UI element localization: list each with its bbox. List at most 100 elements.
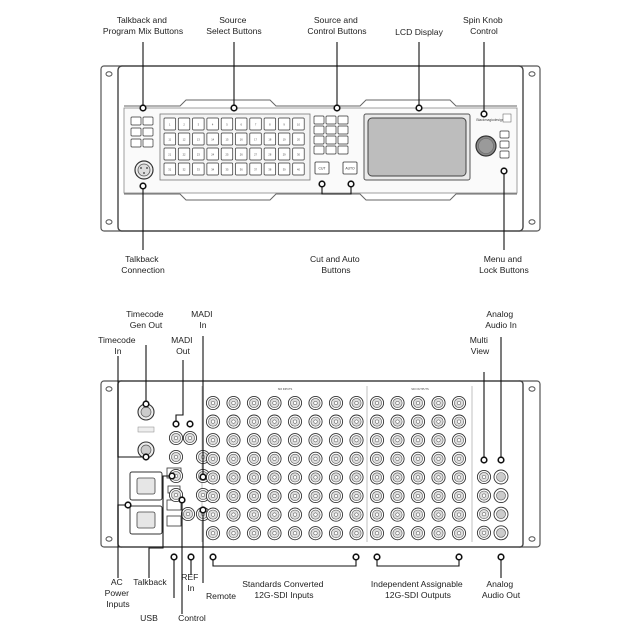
sdi-output-connector-pin — [374, 512, 380, 517]
source-select-button[interactable] — [220, 147, 234, 161]
source-select-button[interactable] — [278, 132, 291, 146]
source-select-button[interactable] — [292, 132, 305, 146]
source-control-button[interactable] — [313, 145, 325, 155]
madi-ref-bnc-connector-pin — [200, 492, 206, 498]
xlr-pin — [143, 172, 145, 174]
source-select-button[interactable] — [192, 132, 205, 146]
talkback-mix-button[interactable] — [142, 127, 154, 137]
sdi-input-connector-pin — [292, 456, 298, 461]
spin-knob-highlight — [478, 138, 494, 154]
auto-button[interactable] — [342, 161, 358, 175]
callout-dot — [199, 506, 207, 514]
source-select-button[interactable] — [163, 147, 176, 161]
source-select-button[interactable] — [249, 132, 262, 146]
source-select-button[interactable] — [192, 162, 205, 176]
talkback-mix-button[interactable] — [130, 127, 142, 137]
source-select-button[interactable] — [292, 162, 305, 176]
source-select-button-number: 25 — [226, 153, 229, 157]
source-select-button[interactable] — [249, 162, 262, 176]
sdi-output-connector-pin — [456, 493, 462, 499]
sdi-output-connector-pin — [374, 493, 380, 499]
lock-button[interactable] — [499, 150, 510, 159]
callout-dot — [347, 180, 355, 188]
source-select-button[interactable] — [206, 162, 219, 176]
source-control-button[interactable] — [337, 125, 349, 135]
sdi-input-connector-pin — [292, 419, 298, 424]
source-select-button[interactable] — [235, 132, 248, 146]
analog-audio-connector-inner — [496, 472, 506, 482]
source-select-button[interactable] — [263, 162, 276, 176]
source-select-button[interactable] — [206, 132, 219, 146]
callout-dot — [186, 420, 194, 428]
source-select-button[interactable] — [235, 147, 248, 161]
source-control-button[interactable] — [325, 115, 337, 125]
talkback-mix-button[interactable] — [130, 116, 142, 126]
menu-button[interactable] — [499, 130, 510, 139]
source-control-button[interactable] — [337, 115, 349, 125]
source-select-button-number: 14 — [211, 138, 214, 142]
source-control-button[interactable] — [325, 145, 337, 155]
source-select-button[interactable] — [206, 147, 219, 161]
source-select-button[interactable] — [220, 132, 234, 146]
source-select-button-number: 20 — [297, 138, 300, 142]
source-control-button[interactable] — [337, 145, 349, 155]
sdi-output-connector-pin — [395, 419, 400, 424]
source-control-button[interactable] — [313, 115, 325, 125]
source-select-button[interactable] — [192, 147, 205, 161]
source-control-button[interactable] — [325, 125, 337, 135]
source-select-button[interactable] — [235, 117, 248, 131]
madi-ref-bnc-connector-pin — [185, 511, 191, 517]
sdi-input-connector-pin — [272, 400, 277, 406]
sdi-output-connector-pin — [395, 512, 400, 517]
source-select-button[interactable] — [163, 162, 176, 176]
sdi-output-connector-pin — [374, 531, 380, 536]
source-control-button[interactable] — [313, 125, 325, 135]
source-select-button[interactable] — [177, 162, 191, 176]
talkback-mix-button[interactable] — [142, 116, 154, 126]
source-select-button[interactable] — [235, 162, 248, 176]
multiview-connector-pin — [481, 512, 487, 517]
source-select-button-number: 16 — [240, 138, 243, 142]
source-select-button[interactable] — [249, 147, 262, 161]
label-spin-knob: Spin Knob Control — [463, 15, 505, 36]
source-select-button[interactable] — [278, 117, 291, 131]
source-select-button[interactable] — [292, 147, 305, 161]
source-select-button[interactable] — [192, 117, 205, 131]
source-select-button[interactable] — [177, 117, 191, 131]
source-select-button[interactable] — [278, 147, 291, 161]
source-select-button[interactable] — [220, 162, 234, 176]
source-control-button[interactable] — [325, 135, 337, 145]
source-select-button-number: 39 — [283, 168, 286, 172]
source-select-button[interactable] — [263, 132, 276, 146]
sdi-output-connector-pin — [415, 493, 421, 499]
source-select-button[interactable] — [249, 117, 262, 131]
talkback-mix-button[interactable] — [130, 138, 142, 148]
label-source-control: Source and Control Buttons — [307, 15, 366, 36]
source-select-button-number: 8 — [269, 123, 271, 127]
source-select-button[interactable] — [263, 117, 276, 131]
source-select-button[interactable] — [163, 132, 176, 146]
label-madi-in: MADI In — [191, 309, 215, 330]
source-select-button[interactable] — [206, 117, 219, 131]
source-select-button[interactable] — [163, 117, 176, 131]
source-select-button[interactable] — [278, 162, 291, 176]
label-ac-power: AC Power Inputs — [105, 577, 132, 609]
source-select-button[interactable] — [263, 147, 276, 161]
source-select-button-number: 9 — [283, 123, 285, 127]
sdi-input-connector-pin — [251, 475, 257, 480]
sdi-output-connector-pin — [415, 531, 421, 536]
madi-ref-bnc-connector-pin — [173, 435, 179, 441]
talkback-mix-button[interactable] — [142, 138, 154, 148]
callout-dot — [124, 501, 132, 509]
cut-button[interactable] — [314, 161, 330, 175]
source-select-button[interactable] — [177, 147, 191, 161]
source-select-button[interactable] — [220, 117, 234, 131]
source-select-button[interactable] — [292, 117, 305, 131]
menu-button[interactable] — [499, 140, 510, 149]
label-ref-in: REF In — [181, 572, 201, 593]
source-control-button[interactable] — [313, 135, 325, 145]
source-control-button[interactable] — [337, 135, 349, 145]
source-select-button-number: 22 — [183, 153, 186, 157]
remote-port[interactable] — [166, 515, 182, 527]
source-select-button[interactable] — [177, 132, 191, 146]
